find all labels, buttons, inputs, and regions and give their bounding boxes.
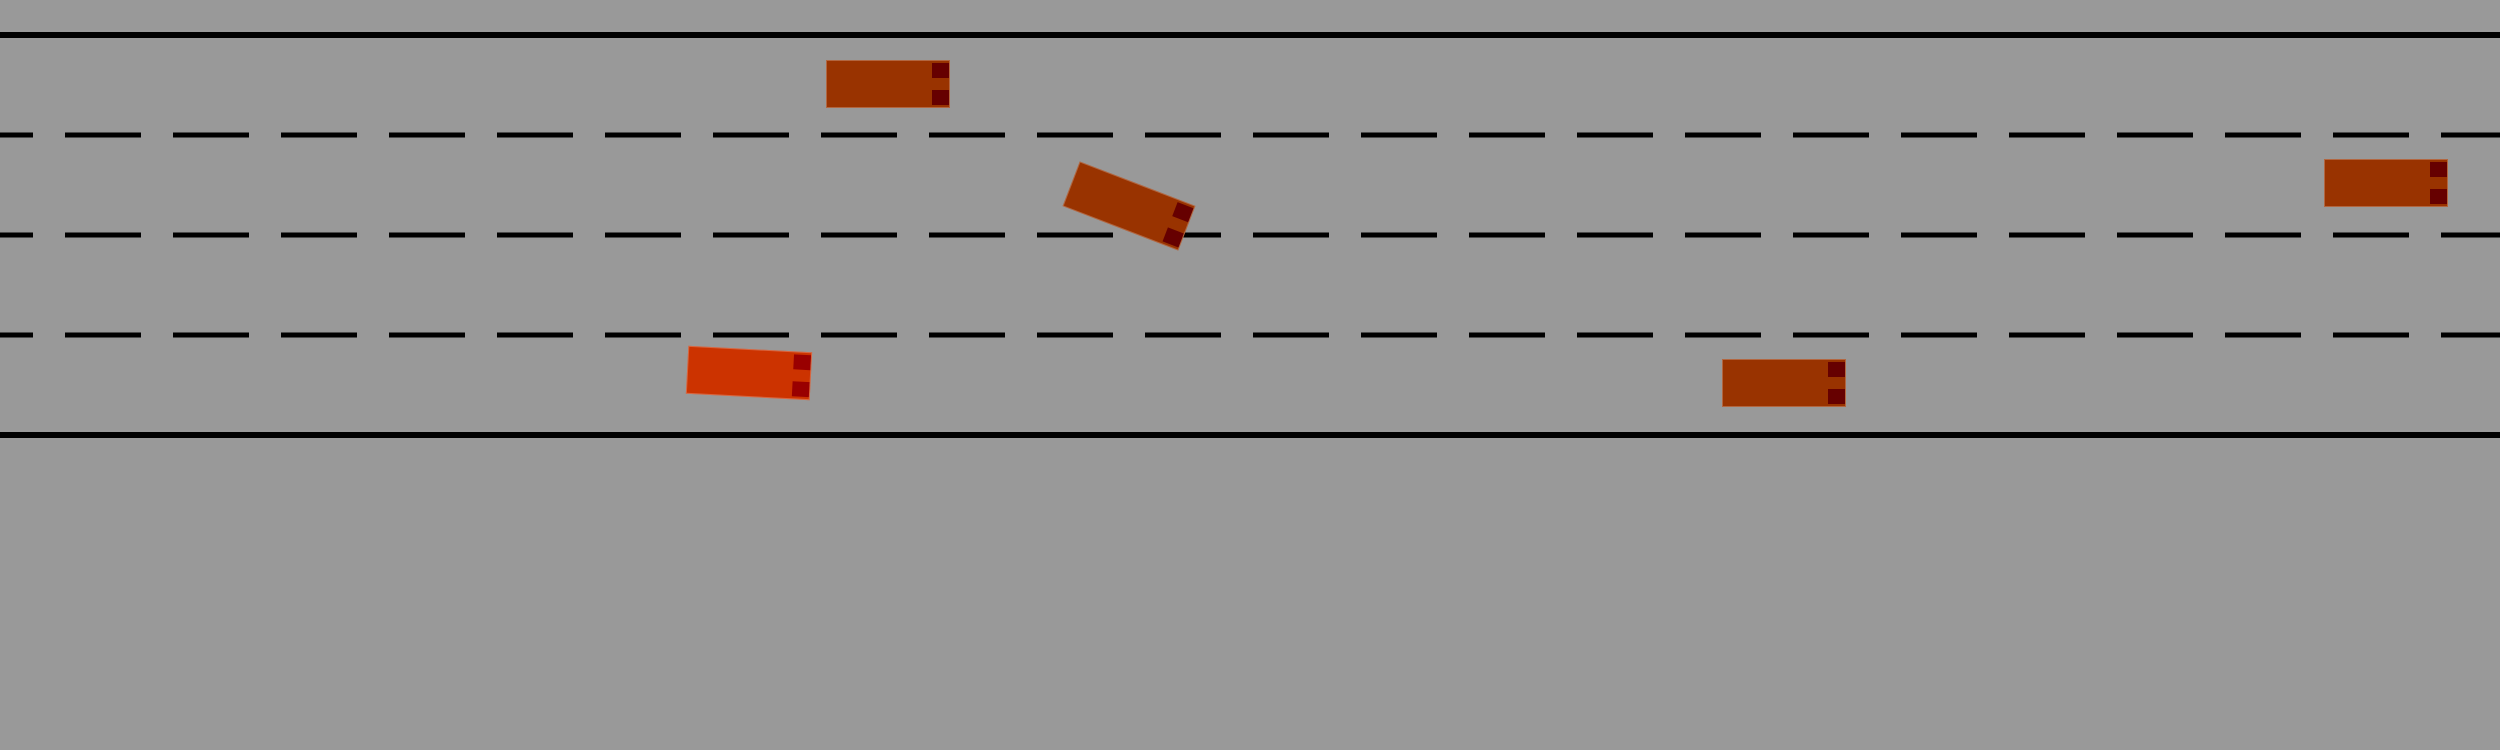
vehicle-ego (685, 345, 813, 401)
taillight-icon (932, 90, 949, 105)
vehicle-npc-4 (1722, 359, 1846, 407)
vehicle-npc-3 (2324, 159, 2448, 207)
taillight-icon (2430, 189, 2447, 204)
taillight-icon (1828, 362, 1845, 377)
vehicle-npc-1 (826, 60, 950, 108)
taillight-icon (2430, 162, 2447, 177)
taillight-icon (1828, 389, 1845, 404)
taillight-icon (791, 381, 810, 398)
taillight-icon (932, 63, 949, 78)
taillight-icon (1172, 202, 1194, 223)
taillight-icon (793, 354, 812, 371)
taillight-icon (1162, 227, 1184, 248)
